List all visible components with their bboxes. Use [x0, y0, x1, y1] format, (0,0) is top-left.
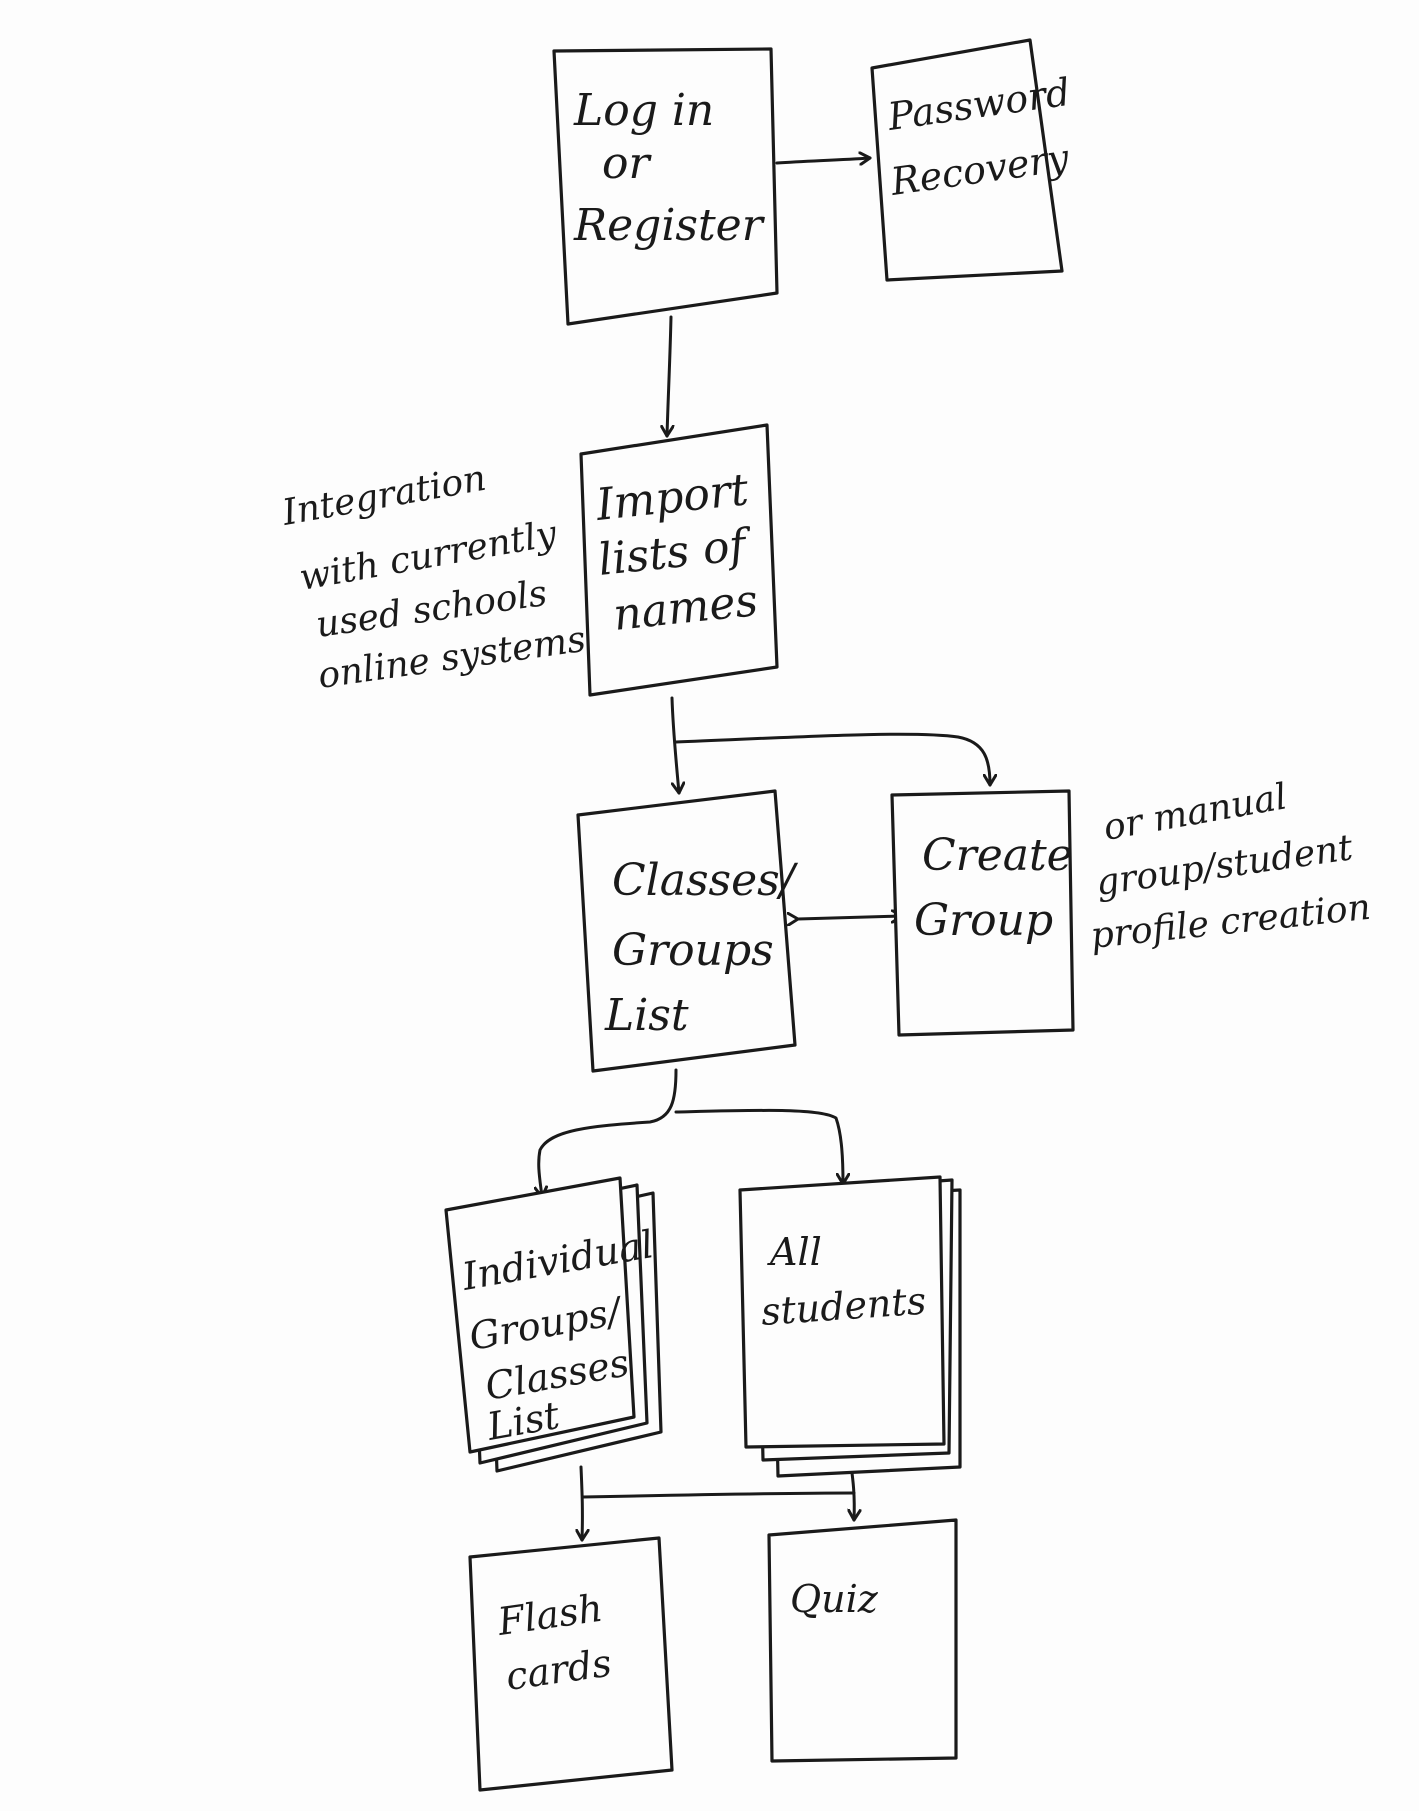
edge-groups-bus — [581, 1491, 856, 1499]
node-all-students[interactable]: All students — [738, 1175, 962, 1478]
edge-groups-to-flashcards — [581, 1465, 582, 1542]
edge-import-to-classes — [670, 696, 679, 795]
login-line-3: Register — [573, 200, 766, 251]
login-line-2: or — [602, 138, 652, 189]
create-line-2: Group — [914, 895, 1053, 946]
edge-login-to-password — [775, 158, 872, 163]
individual-stack-front — [444, 1176, 636, 1454]
classes-line-2: Groups — [612, 925, 774, 976]
classes-line-3: List — [604, 990, 689, 1041]
node-create-group[interactable]: Create Group — [890, 789, 1075, 1037]
all-students-stack-front — [738, 1175, 946, 1449]
node-quiz[interactable]: Quiz — [767, 1518, 958, 1763]
node-flash-cards[interactable]: Flash cards — [468, 1536, 674, 1792]
all-students-line-1: All — [767, 1230, 822, 1274]
edge-classes-to-all-students — [674, 1108, 843, 1186]
edge-import-to-create — [674, 732, 990, 787]
note-integration: Integration with currently used schools … — [278, 458, 588, 697]
node-login-register[interactable]: Log in or Register — [552, 47, 779, 326]
manual-line-1: or manual — [1100, 776, 1290, 849]
edge-classes-to-individual — [539, 1068, 678, 1199]
note-manual-creation: or manual group/student profile creation — [1089, 776, 1373, 957]
classes-line-1: Classes/ — [612, 855, 799, 906]
integration-line-1: Integration — [278, 458, 489, 534]
quiz-line-1: Quiz — [790, 1577, 879, 1621]
edge-classes-create-bidirectional — [798, 916, 904, 919]
node-import-names[interactable]: Import lists of names — [579, 423, 779, 697]
node-password-recovery[interactable]: Password Recovery — [870, 38, 1073, 282]
node-classes-groups-list[interactable]: Classes/ Groups List — [576, 789, 799, 1073]
node-individual-groups-classes[interactable]: Individual Groups/ Classes List — [444, 1176, 663, 1473]
create-line-1: Create — [922, 830, 1073, 881]
edge-login-to-import — [667, 315, 671, 438]
login-line-1: Log in — [573, 85, 714, 136]
